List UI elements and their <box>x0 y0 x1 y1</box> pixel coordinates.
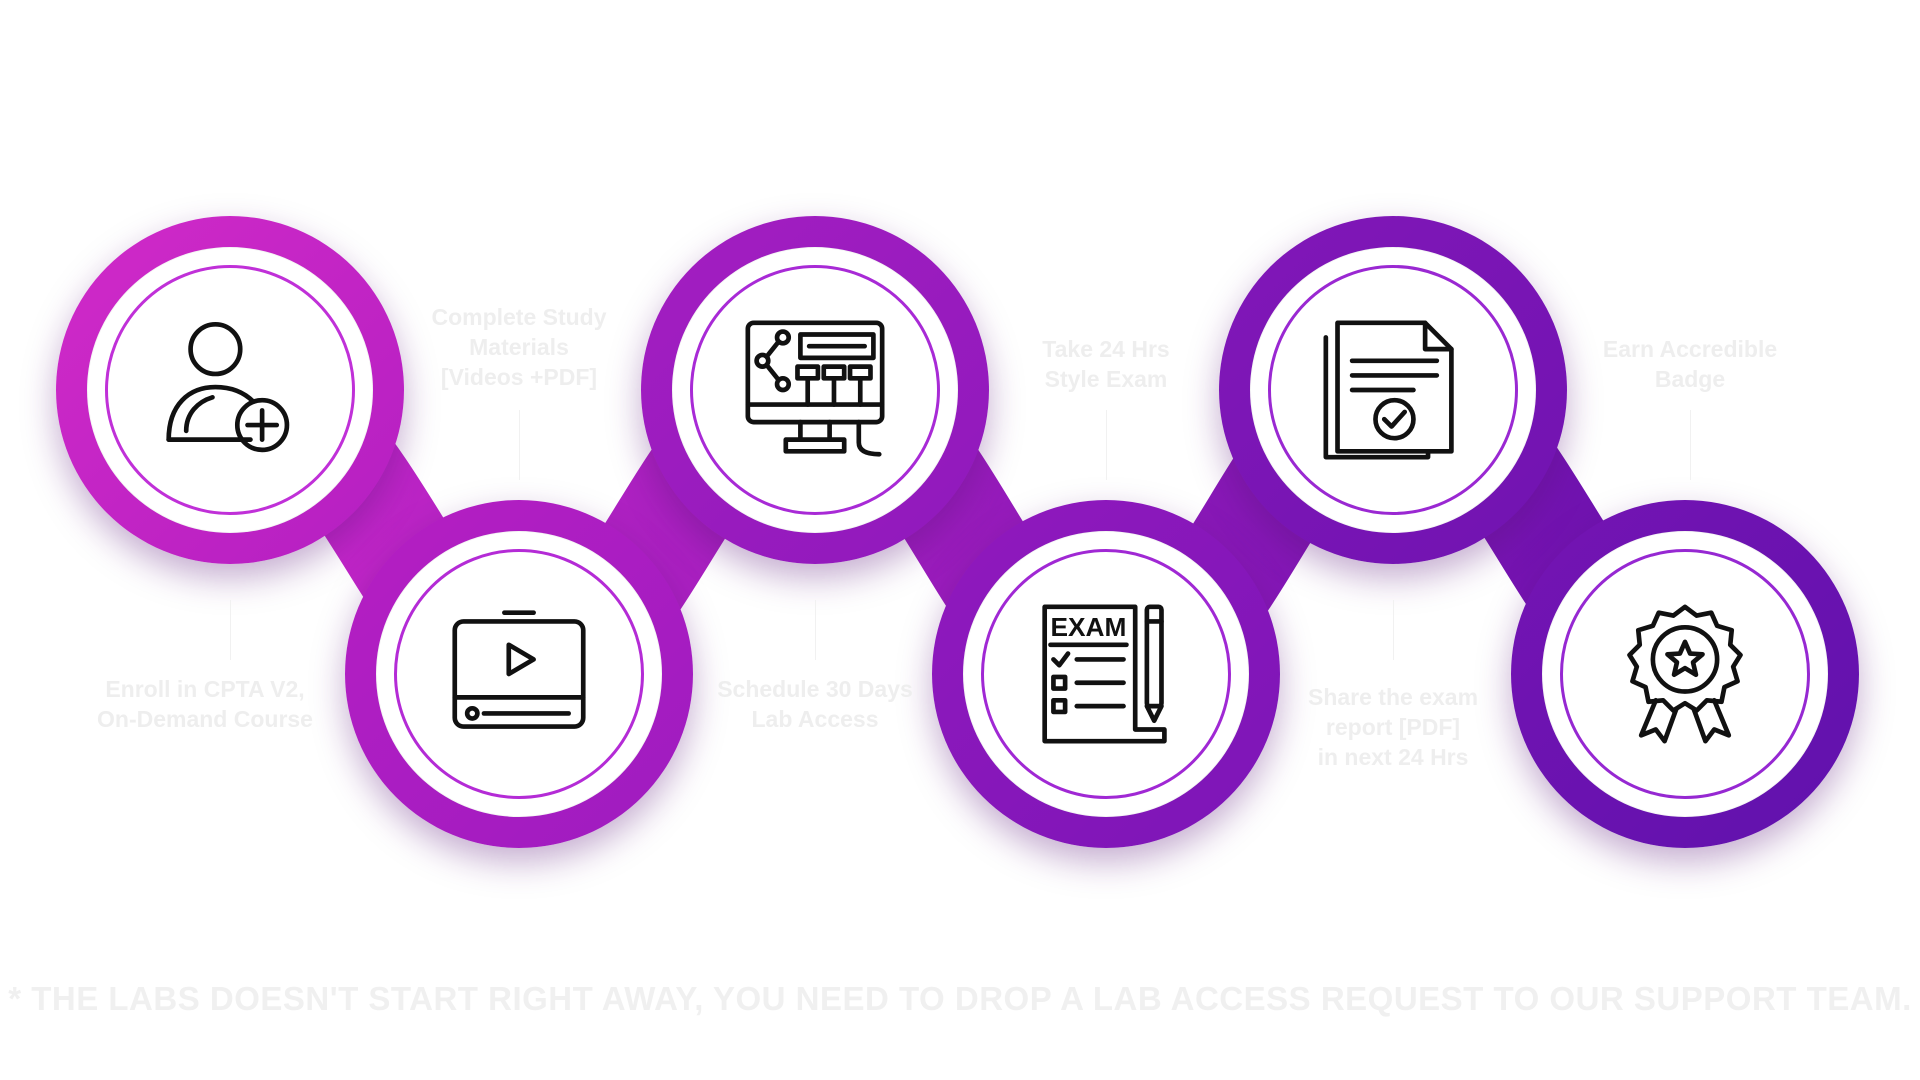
step-node-6 <box>1511 500 1859 848</box>
exam-paper-icon: EXAM <box>1042 604 1167 744</box>
node-inner-disc <box>87 247 373 533</box>
step-label-3: Schedule 30 Days Lab Access <box>717 676 913 732</box>
svg-text:EXAM: EXAM <box>1051 612 1127 642</box>
step-label-4: Take 24 Hrs Style Exam <box>1042 336 1170 392</box>
node-ring <box>105 265 355 515</box>
step-node-5 <box>1219 216 1567 564</box>
step-label-2: Complete Study Materials [Videos +PDF] <box>431 304 607 390</box>
label-guide-line <box>519 410 520 480</box>
computer-network-icon <box>745 320 885 457</box>
step-node-3 <box>641 216 989 564</box>
node-inner-disc <box>1542 531 1828 817</box>
label-guide-line <box>815 600 816 660</box>
node-inner-disc <box>1250 247 1536 533</box>
label-guide-line <box>1106 410 1107 480</box>
footnote: * THE LABS DOESN'T START RIGHT AWAY, YOU… <box>8 980 1912 1017</box>
award-badge-icon <box>1627 604 1743 744</box>
label-guide-line <box>1393 600 1394 660</box>
step-label-6: Earn Accredible Badge <box>1602 336 1778 392</box>
node-inner-disc: EXAM <box>963 531 1249 817</box>
label-guide-line <box>1690 410 1691 480</box>
step-node-2 <box>345 500 693 848</box>
node-ring <box>1268 265 1518 515</box>
label-guide-line <box>230 600 231 660</box>
step-node-1 <box>56 216 404 564</box>
step-label-1: Enroll in CPTA V2, On-Demand Course <box>97 676 313 732</box>
step-label-5: Share the exam report [PDF] in next 24 H… <box>1307 684 1479 770</box>
step-node-4: EXAM <box>932 500 1280 848</box>
node-inner-disc <box>376 531 662 817</box>
video-player-icon <box>452 610 586 729</box>
node-inner-disc <box>672 247 958 533</box>
add-user-icon <box>166 321 290 453</box>
certified-document-icon <box>1323 320 1454 460</box>
node-ring <box>690 265 940 515</box>
node-ring <box>394 549 644 799</box>
node-ring <box>981 549 1231 799</box>
node-ring <box>1560 549 1810 799</box>
